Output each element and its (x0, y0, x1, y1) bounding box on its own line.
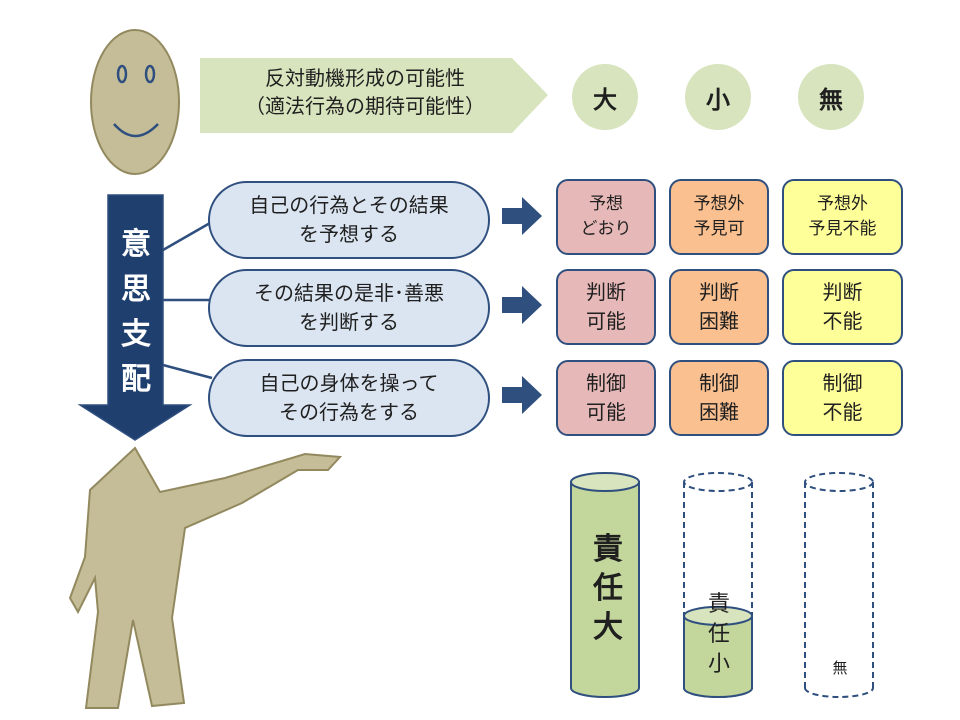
cell-line: 判断 (586, 280, 626, 304)
label-char: 任 (593, 571, 623, 606)
responsibility-label-small: 責 任 小 (704, 590, 734, 680)
cell-predict-none: 予想外 予見不能 (782, 179, 903, 255)
banner-line-2: （適法行為の期待可能性） (245, 94, 485, 118)
label-char: 無 (832, 659, 848, 677)
right-arrow-icon (502, 197, 542, 235)
cell-line: 予見可 (693, 219, 745, 239)
cell-line: 制御 (822, 371, 863, 395)
responsibility-label-large: 責 任 大 (588, 530, 628, 647)
cell-control-none: 制御 不能 (782, 360, 903, 436)
cell-control-large: 制御 可能 (556, 360, 656, 436)
cell-predict-large: 予想 どおり (556, 179, 656, 255)
step-line: その結果の是非･善悪 (254, 281, 444, 305)
cell-line: 予想 (589, 194, 623, 214)
will-label-char: 意 (121, 227, 151, 262)
cell-line: 不能 (822, 309, 863, 333)
cell-line: 判断 (822, 280, 863, 304)
cell-line: 制御 (699, 371, 739, 395)
cylinder-outline (804, 482, 874, 688)
face-icon (90, 29, 180, 175)
step-control: 自己の身体を操って その行為をする (208, 359, 490, 437)
cell-line: どおり (580, 219, 632, 239)
cylinder-fill-top (570, 472, 640, 492)
body-figure-icon (68, 446, 343, 709)
responsibility-cylinder (804, 472, 874, 698)
right-arrow-icon (502, 286, 542, 324)
responsibility-cylinder (683, 472, 753, 698)
step-line: 自己の身体を操って (259, 371, 439, 395)
connector-lines (162, 221, 213, 380)
level-circle-small: 小 (685, 64, 751, 130)
cylinder-fill (570, 481, 640, 698)
banner-arrow (200, 58, 548, 133)
cylinder-outline-bottom (804, 687, 874, 698)
responsibility-label-none: 無 (830, 657, 850, 678)
label-char: 大 (593, 610, 623, 645)
label-char: 任 (707, 622, 730, 647)
cell-line: 可能 (586, 309, 626, 333)
cylinder-fill-top (683, 605, 753, 626)
step-line: その行為をする (279, 400, 419, 424)
cell-judge-large: 判断 可能 (556, 269, 656, 345)
level-circle-none: 無 (798, 64, 864, 130)
step-predict: 自己の行為とその結果 を予想する (208, 181, 490, 259)
cell-line: 予見不能 (808, 219, 877, 239)
will-label-char: 配 (121, 362, 151, 397)
responsibility-cylinders (570, 472, 874, 698)
right-arrow-icon (502, 376, 542, 414)
label-char: 責 (707, 592, 730, 617)
cell-line: 可能 (586, 400, 626, 424)
cell-predict-small: 予想外 予見可 (669, 179, 769, 255)
step-judge: その結果の是非･善悪 を判断する (208, 269, 490, 347)
step-line: を予想する (299, 222, 399, 246)
cylinder-fill (683, 614, 753, 698)
cell-line: 予想外 (817, 194, 868, 214)
step-line: 自己の行為とその結果 (249, 193, 449, 217)
level-circle-large: 大 (572, 64, 638, 130)
cell-control-small: 制御 困難 (669, 360, 769, 436)
step-line: を判断する (299, 310, 399, 334)
cell-judge-none: 判断 不能 (782, 269, 903, 345)
label-char: 小 (707, 652, 730, 677)
cell-line: 判断 (699, 280, 739, 304)
cell-line: 困難 (699, 400, 739, 424)
cell-line: 不能 (822, 400, 863, 424)
cylinder-outline-top (804, 472, 874, 492)
cell-line: 予想外 (693, 194, 745, 214)
will-down-arrow (77, 194, 193, 441)
will-label: 意 思 支 配 (108, 222, 164, 402)
step-arrows (502, 197, 542, 414)
cell-judge-small: 判断 困難 (669, 269, 769, 345)
will-label-char: 支 (121, 317, 151, 352)
label-char: 責 (593, 532, 623, 567)
will-label-char: 思 (121, 272, 151, 307)
banner-line-1: 反対動機形成の可能性 (265, 66, 465, 90)
responsibility-cylinder (570, 472, 640, 698)
banner-title: 反対動機形成の可能性 （適法行為の期待可能性） (205, 64, 525, 120)
cell-line: 制御 (586, 371, 626, 395)
cell-line: 困難 (699, 309, 739, 333)
cylinder-outline-top (683, 472, 753, 492)
